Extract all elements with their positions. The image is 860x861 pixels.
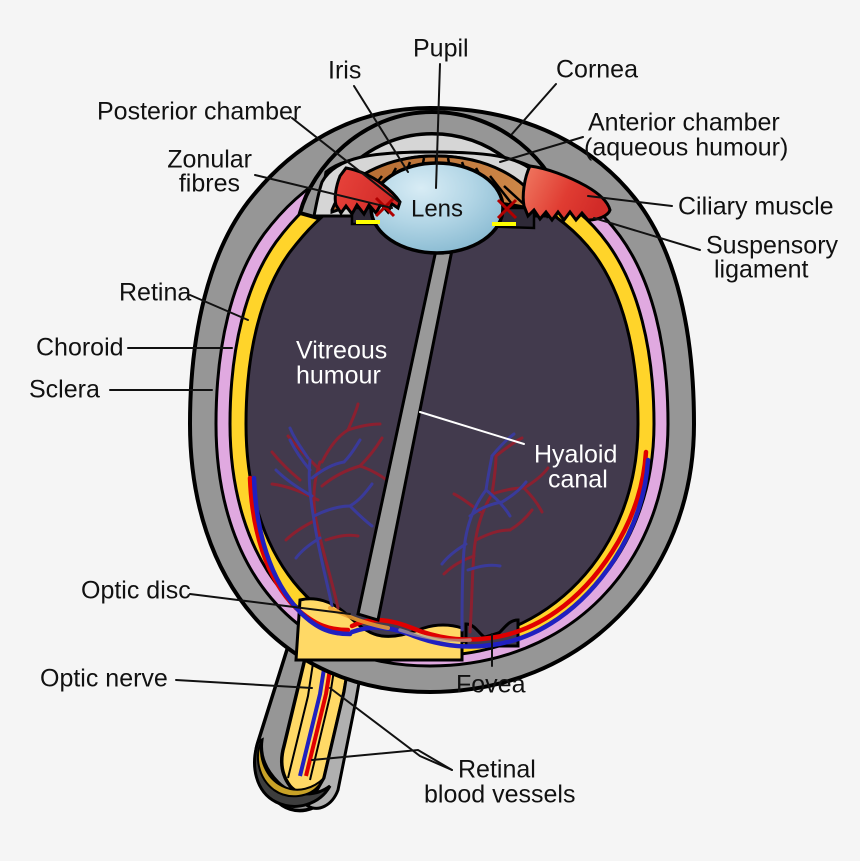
label-cornea: Cornea: [556, 56, 638, 84]
optic-disc-streak-2: [398, 628, 472, 643]
label-suspensory-ligament-line2: ligament: [714, 256, 809, 284]
eye-globe: [187, 105, 697, 695]
leader-cornea: [511, 83, 557, 135]
optic-nerve-cut-rim: [257, 739, 325, 798]
label-pupil: Pupil: [413, 35, 469, 63]
retinal-vein-left: [251, 475, 353, 637]
leader-iris: [353, 85, 409, 173]
label-posterior-chamber: Posterior chamber: [97, 98, 301, 126]
optic-disc-region: [294, 597, 464, 662]
label-texts: Iris Pupil Cornea Posterior chamber Zonu…: [29, 35, 839, 809]
label-hyaloid-canal-line2: canal: [548, 466, 608, 494]
leader-posterior-chamber: [291, 117, 401, 204]
leader-anterior-chamber: [499, 136, 584, 163]
label-optic-nerve: Optic nerve: [40, 665, 168, 693]
label-vitreous-humour-line2: humour: [296, 362, 381, 390]
leader-zonular-fibres: [254, 174, 393, 209]
leader-optic-disc: [189, 593, 351, 615]
label-suspensory-ligament-line1: Suspensory: [706, 232, 839, 260]
label-zonular-fibres-line2: fibres: [179, 170, 240, 198]
retinal-artery-right: [349, 449, 649, 642]
label-anterior-chamber-line2: (aqueous humour): [584, 134, 788, 162]
leader-optic-nerve: [175, 679, 313, 689]
label-zonular-fibres-line1: Zonular: [167, 146, 252, 174]
leader-hyaloid-canal: [419, 411, 525, 445]
label-optic-disc: Optic disc: [81, 577, 191, 605]
ciliary-muscle-right: [521, 164, 612, 223]
label-choroid: Choroid: [36, 334, 124, 362]
leader-retinal-blood-vessels-2: [311, 748, 453, 771]
leader-suspensory-ligament: [593, 217, 701, 251]
label-anterior-chamber-line1: Anterior chamber: [588, 109, 780, 137]
label-sclera: Sclera: [29, 376, 100, 404]
label-hyaloid-canal-line1: Hyaloid: [534, 441, 617, 469]
leader-ciliary-muscle: [587, 195, 673, 207]
leader-pupil: [435, 63, 441, 189]
central-retinal-vessels: [247, 449, 651, 649]
retinal-blood-vessel-tree: [270, 402, 550, 634]
ciliary-muscle-left: [333, 166, 402, 217]
label-iris: Iris: [328, 57, 361, 85]
label-retina: Retina: [119, 279, 191, 307]
label-retinal-blood-vessels-line2: blood vessels: [424, 781, 575, 809]
ciliary-muscle-group: [333, 164, 612, 223]
label-vitreous-humour-line1: Vitreous: [296, 337, 387, 365]
leader-retina: [189, 294, 249, 321]
leader-retinal-blood-vessels-1: [329, 687, 453, 771]
leader-lines: [109, 63, 701, 771]
optic-disc-streak: [328, 606, 390, 630]
label-fovea: Fovea: [456, 671, 526, 699]
label-lens: Lens: [411, 195, 463, 222]
label-ciliary-muscle: Ciliary muscle: [678, 193, 834, 221]
label-retinal-blood-vessels-line1: Retinal: [458, 756, 536, 784]
